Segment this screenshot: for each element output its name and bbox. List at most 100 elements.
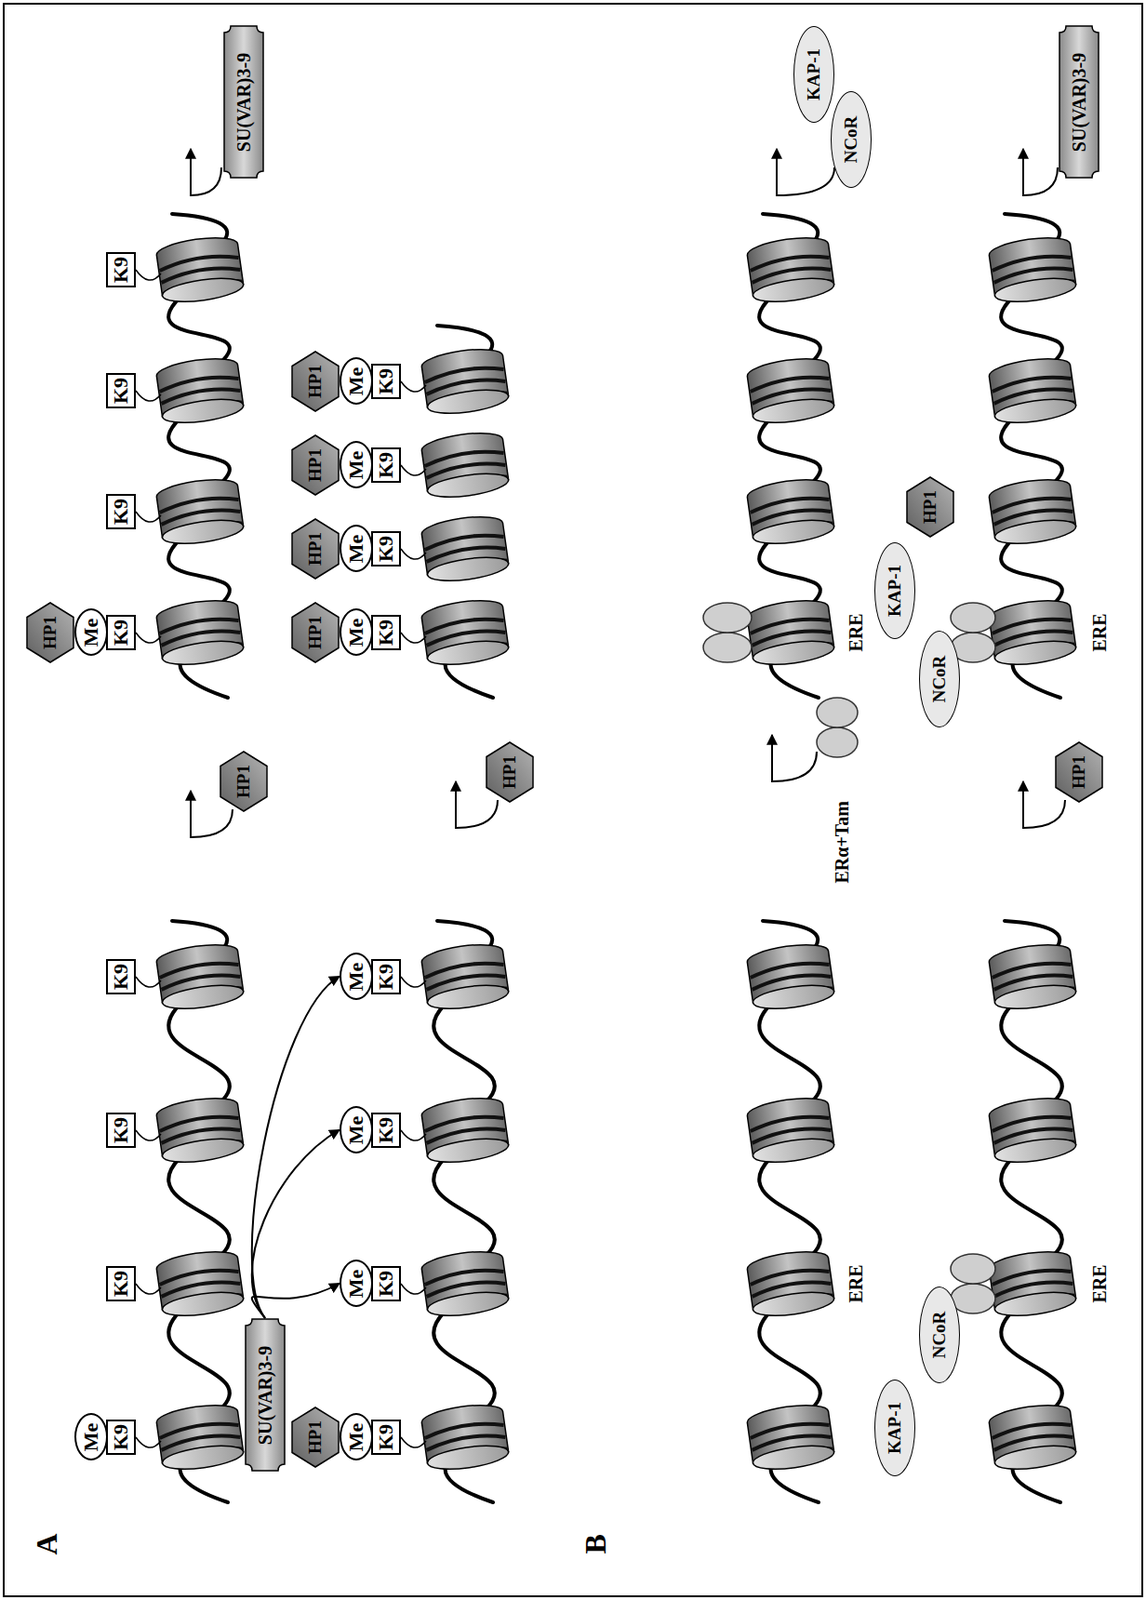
- node-label: KAP-1: [804, 48, 825, 101]
- nucleosome: [746, 596, 836, 669]
- histone-tail: [135, 269, 161, 280]
- nucleosome: [155, 354, 245, 427]
- wrapped-dna: [991, 373, 1072, 392]
- node-label: K9: [109, 1270, 133, 1297]
- lysine-box: K9: [106, 959, 136, 995]
- histone-tail: [400, 548, 427, 560]
- linker-dna: [759, 1311, 821, 1410]
- element-label: ERE: [845, 612, 867, 652]
- corepressor-oval: NCoR: [919, 1286, 960, 1384]
- node-label: Me: [345, 367, 368, 397]
- nucleosome: [155, 940, 245, 1013]
- histone-tail: [135, 632, 161, 643]
- methyl-oval: Me: [339, 1413, 374, 1462]
- linker-dna: [1000, 539, 1063, 605]
- nucleosome: [420, 1093, 510, 1167]
- nucleosome-face: [751, 1288, 836, 1320]
- enzyme-shape: [1059, 26, 1099, 179]
- nucleosome-face: [993, 395, 1078, 427]
- wrapped-dna: [749, 253, 830, 271]
- panel-letter: B: [579, 1533, 613, 1554]
- linker-dna: [1000, 1004, 1063, 1103]
- wrapped-dna: [424, 1420, 505, 1439]
- nucleosome-face: [993, 516, 1078, 548]
- nucleosome: [987, 354, 1078, 427]
- nucleosome: [987, 1093, 1078, 1167]
- node-label: HP1: [920, 490, 941, 524]
- node-label: K9: [109, 1117, 133, 1144]
- node-label: K9: [374, 452, 398, 479]
- node-label: NCoR: [930, 655, 950, 704]
- nucleosome-face: [160, 1441, 245, 1474]
- wrapped-dna: [749, 1113, 830, 1132]
- nucleosome-face: [751, 1134, 836, 1167]
- histone-tail: [135, 1437, 161, 1448]
- hp1-hexagon: HP1: [291, 601, 340, 664]
- linker-dna: [1000, 418, 1063, 484]
- node-label: K9: [109, 256, 133, 283]
- histone-tail: [135, 511, 161, 522]
- wrapped-dna: [159, 373, 240, 392]
- linker-dna: [168, 418, 230, 484]
- nucleosome: [746, 1247, 836, 1320]
- node-label: K9: [374, 1117, 398, 1144]
- linker-dna: [168, 1004, 230, 1103]
- lysine-box: K9: [106, 373, 136, 409]
- linker-dna: [433, 1158, 495, 1256]
- node-label: NCoR: [930, 1311, 950, 1360]
- wrapped-dna: [424, 364, 505, 383]
- methyl-oval: Me: [339, 358, 374, 406]
- histone-tail: [135, 976, 161, 987]
- er-dimer: [816, 727, 858, 758]
- node-label: K9: [374, 1270, 398, 1297]
- wrapped-dna: [749, 615, 830, 634]
- nucleosome: [746, 940, 836, 1013]
- er-dimer: [703, 632, 752, 663]
- lysine-box: K9: [371, 1112, 401, 1148]
- node-label: HP1: [306, 615, 326, 650]
- wrapped-dna: [159, 1266, 240, 1285]
- nucleosome: [987, 475, 1078, 548]
- histone-tail: [400, 1283, 427, 1294]
- lysine-box: K9: [371, 1419, 401, 1455]
- methyl-oval: Me: [339, 1106, 374, 1155]
- nucleosome: [420, 512, 510, 586]
- linker-dna: [1000, 1311, 1063, 1410]
- nucleosome: [420, 596, 510, 669]
- corepressor-oval: KAP-1: [874, 542, 916, 640]
- linker-dna: [433, 1311, 495, 1410]
- methylation-arrow: [252, 976, 340, 1320]
- lysine-box: K9: [106, 614, 136, 651]
- wrapped-dna: [424, 615, 505, 634]
- node-label: SU(VAR)3-9: [1068, 53, 1090, 152]
- wrapped-dna: [159, 1113, 240, 1132]
- nucleosome-face: [751, 516, 836, 548]
- node-label: NCoR: [841, 116, 862, 164]
- wrapped-dna: [991, 494, 1072, 513]
- methyl-oval: Me: [339, 1260, 374, 1308]
- nucleosome-face: [993, 1288, 1078, 1320]
- er-dimer: [816, 697, 858, 728]
- promoter-arrow: [1023, 148, 1058, 196]
- nucleosome: [746, 475, 836, 548]
- nucleosome-face: [160, 1134, 245, 1167]
- nucleosome: [420, 428, 510, 502]
- element-label: ERE: [845, 1264, 867, 1303]
- enzyme-shape: [224, 26, 264, 179]
- linker-dna: [759, 539, 821, 605]
- wrapped-dna: [991, 615, 1072, 634]
- wrapped-dna: [749, 373, 830, 392]
- wrapped-dna: [159, 615, 240, 634]
- node-label: K9: [109, 498, 133, 525]
- node-label: SU(VAR)3-9: [233, 53, 254, 152]
- node-label: HP1: [234, 764, 254, 799]
- lysine-box: K9: [371, 363, 401, 400]
- methylation-arrow: [252, 1130, 340, 1320]
- nucleosome: [746, 354, 836, 427]
- nucleosome-face: [426, 469, 510, 502]
- er-dimer: [703, 602, 752, 633]
- nucleosome-face: [993, 637, 1078, 669]
- nucleosome: [746, 1400, 836, 1474]
- node-label: KAP-1: [885, 1401, 906, 1454]
